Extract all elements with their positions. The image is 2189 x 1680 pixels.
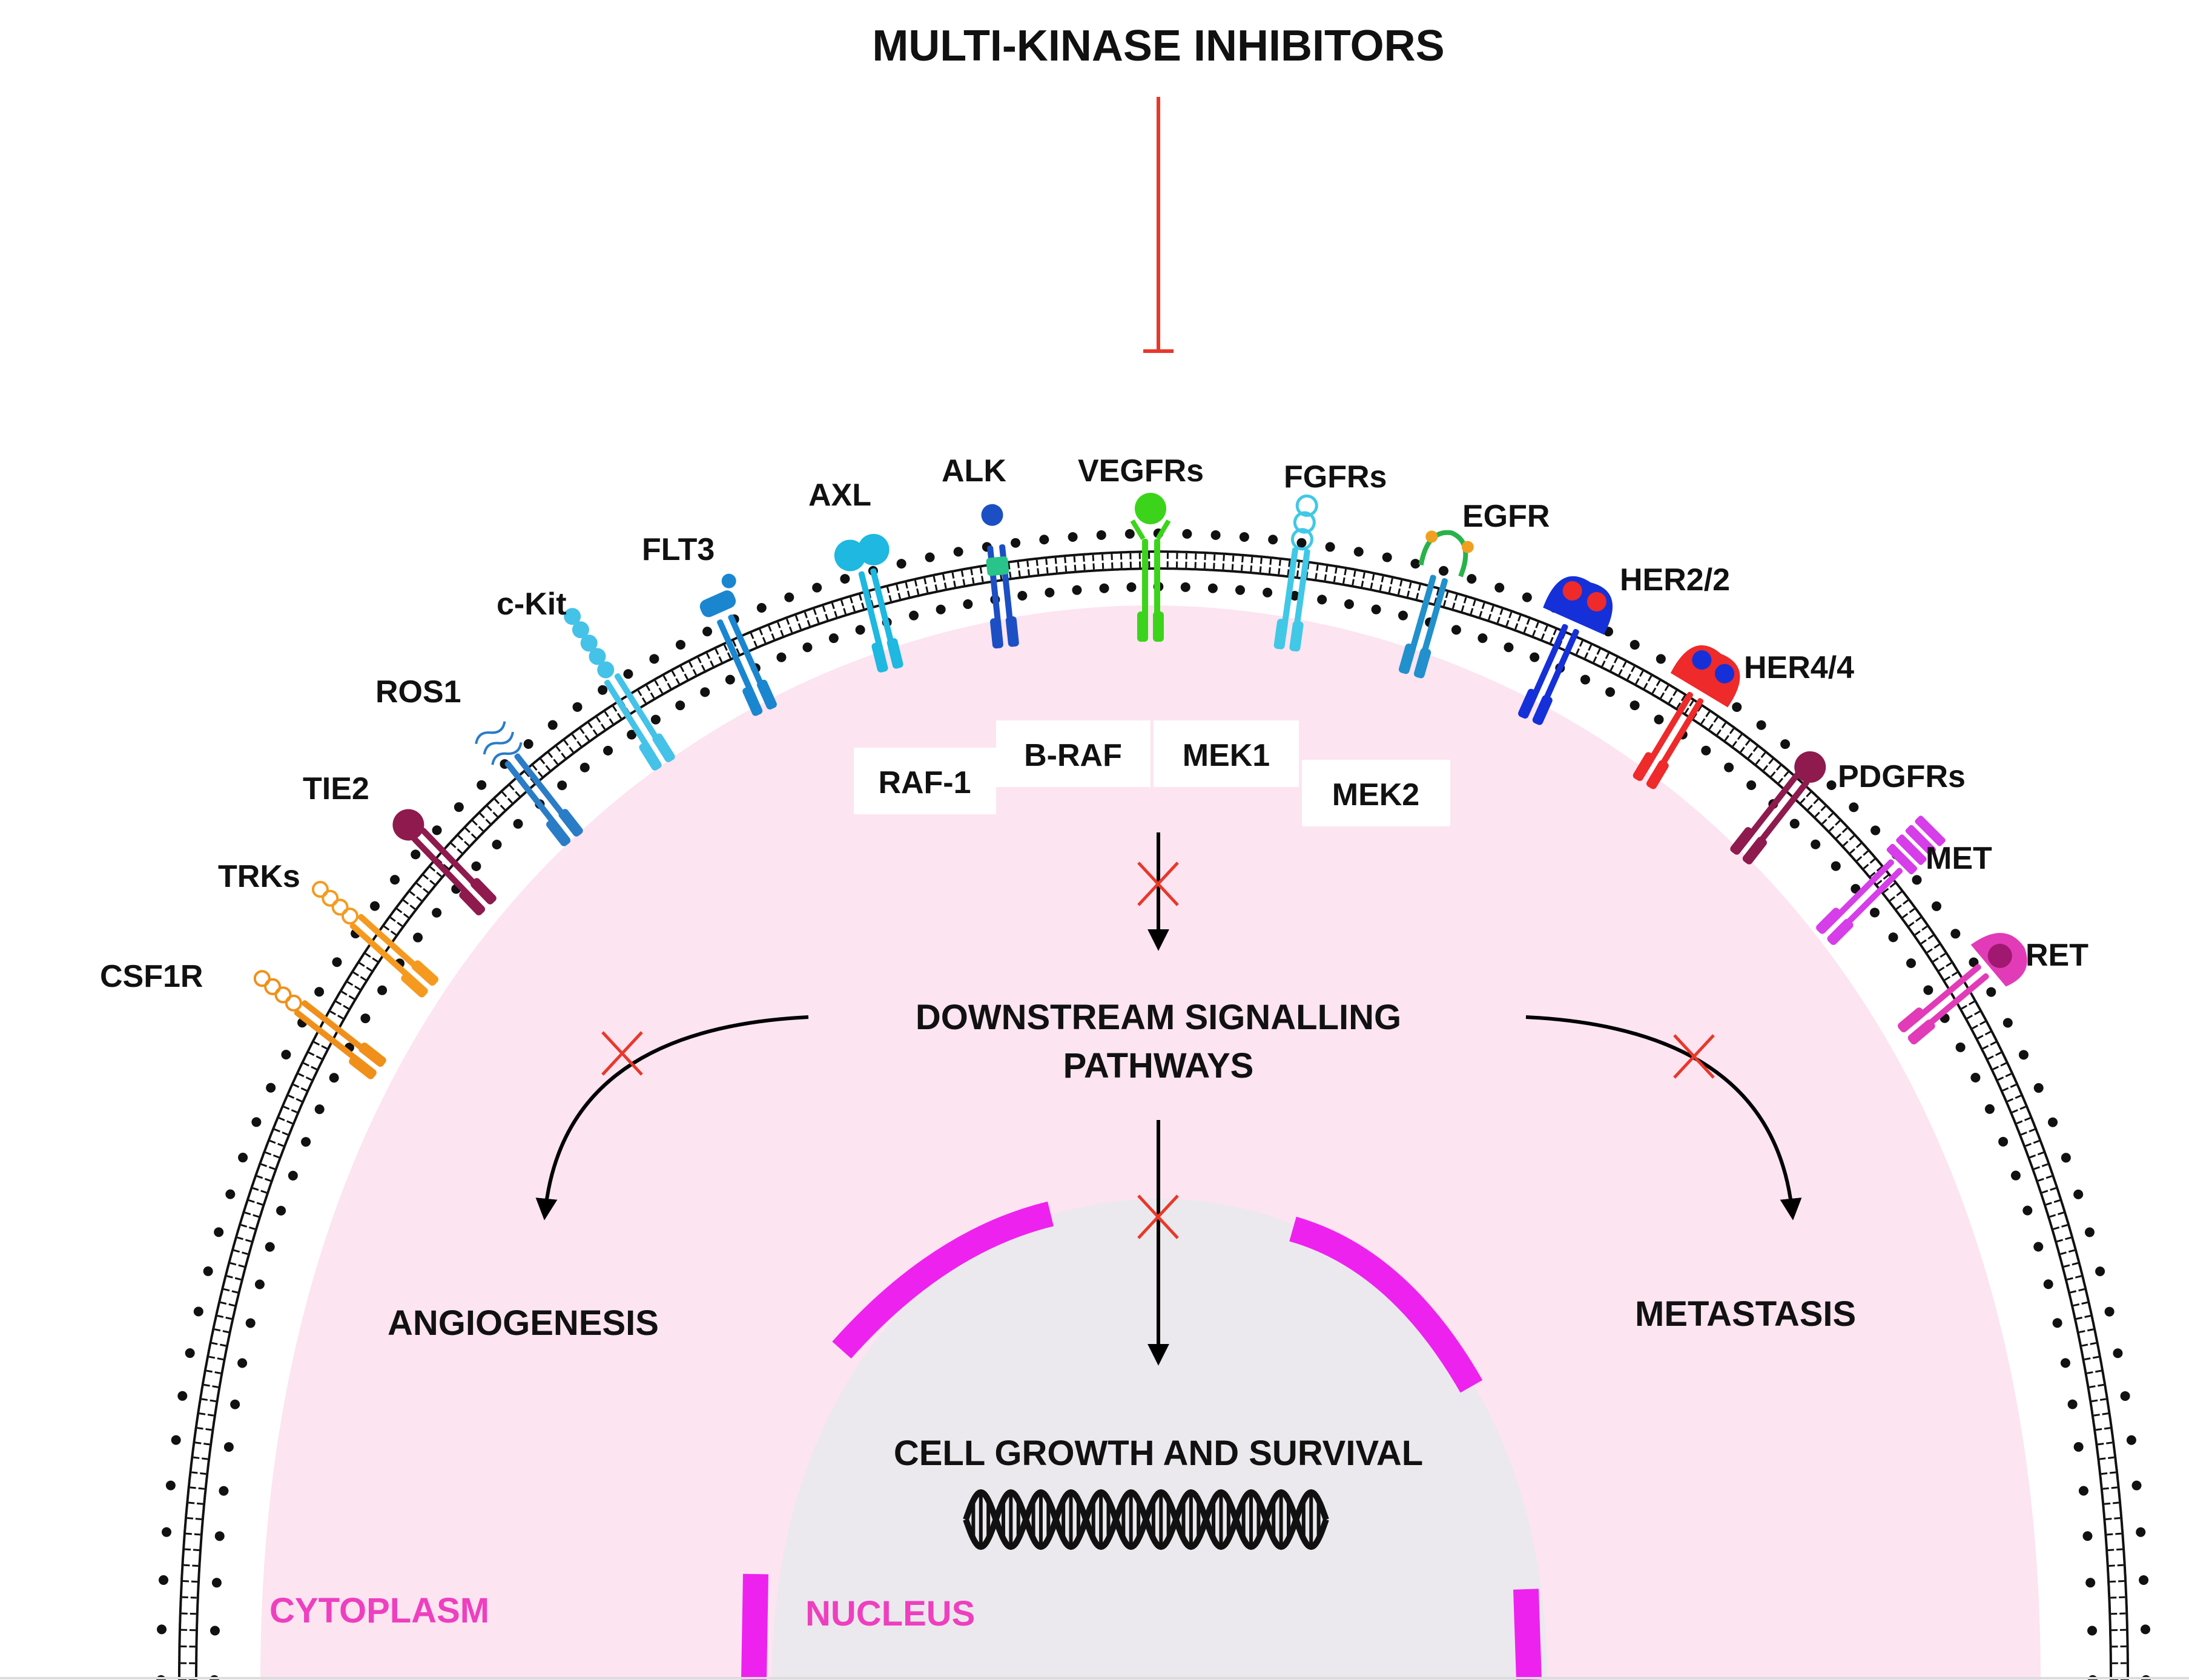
dna-helix-icon xyxy=(963,1489,1329,1550)
receptor-alk-icon xyxy=(981,504,1019,649)
receptor-labels: CSF1R TRKs TIE2 ROS1 c-Kit FLT3 AXL ALK … xyxy=(100,453,2088,994)
inhibition-cross-angiogenesis xyxy=(601,1031,643,1076)
arrow-pathways-to-metastasis xyxy=(1525,1015,1802,1220)
label-her22: HER2/2 xyxy=(1620,562,1730,598)
label-fgfrs: FGFRs xyxy=(1284,460,1387,495)
receptor-met-icon xyxy=(1816,815,1946,945)
inhibition-cross-metastasis xyxy=(1673,1034,1715,1079)
receptor-ret-icon xyxy=(1898,932,2027,1045)
nuclear-envelope-segment xyxy=(832,1201,1054,1359)
kinase-braf: B-RAF xyxy=(996,720,1151,787)
label-ckit: c-Kit xyxy=(497,587,567,622)
inhibition-cross-growth xyxy=(1137,1194,1179,1239)
label-axl: AXL xyxy=(808,478,871,513)
inhibition-cross-kinases xyxy=(1137,861,1179,906)
diagram-title: MULTI-KINASE INHIBITORS xyxy=(872,22,1444,70)
pathway-label-line1: DOWNSTREAM SIGNALLING xyxy=(916,998,1401,1037)
label-csf1r: CSF1R xyxy=(100,959,203,994)
receptor-her44-icon xyxy=(1633,645,1740,789)
receptor-vegfrs-icon xyxy=(1130,493,1171,642)
receptor-trks-icon xyxy=(311,880,438,998)
label-her44: HER4/4 xyxy=(1744,650,1854,685)
receptor-ros1-icon xyxy=(475,721,583,846)
receptor-egfr-icon xyxy=(1398,530,1474,679)
receptor-fgfrs-icon xyxy=(1273,494,1318,652)
label-pdgfrs: PDGFRs xyxy=(1838,759,1966,794)
pathway-arrows xyxy=(535,832,1802,1366)
nucleus xyxy=(772,1199,1547,1680)
receptor-layer xyxy=(253,493,2027,1079)
receptor-pdgfrs-icon xyxy=(1730,751,1826,865)
pathway-label-line2: PATHWAYS xyxy=(1063,1046,1254,1085)
cell xyxy=(156,529,2151,1680)
label-ros1: ROS1 xyxy=(375,674,461,710)
label-flt3: FLT3 xyxy=(642,532,715,567)
label-vegfrs: VEGFRs xyxy=(1078,453,1204,489)
receptor-flt3-icon xyxy=(699,573,777,716)
kinase-raf1-label: RAF-1 xyxy=(878,765,971,800)
kinase-mek2-label: MEK2 xyxy=(1332,777,1419,812)
receptor-tie2-icon xyxy=(392,809,497,915)
compartment-labels: CYTOPLASM NUCLEUS xyxy=(269,1591,975,1633)
outcome-angiogenesis: ANGIOGENESIS xyxy=(388,1303,659,1343)
kinase-raf1: RAF-1 xyxy=(854,748,996,814)
receptor-csf1r-icon xyxy=(253,970,386,1079)
outcome-metastasis: METASTASIS xyxy=(1635,1294,1856,1334)
nuclear-envelope xyxy=(741,1201,1542,1680)
label-alk: ALK xyxy=(942,453,1006,489)
label-cytoplasm: CYTOPLASM xyxy=(269,1591,489,1630)
receptor-axl-icon xyxy=(834,533,903,673)
label-tie2: TIE2 xyxy=(303,771,369,806)
label-nucleus: NUCLEUS xyxy=(805,1594,975,1633)
nuclear-envelope-segment xyxy=(741,1573,768,1680)
kinase-mek1-label: MEK1 xyxy=(1183,738,1270,773)
pathway-text: DOWNSTREAM SIGNALLING PATHWAYS ANGIOGENE… xyxy=(388,998,1856,1473)
outcome-growth: CELL GROWTH AND SURVIVAL xyxy=(894,1434,1423,1473)
kinase-boxes: RAF-1 B-RAF MEK1 MEK2 xyxy=(854,720,1450,826)
nuclear-envelope-segment xyxy=(1289,1216,1483,1393)
kinase-mek1: MEK1 xyxy=(1154,720,1299,787)
inhibition-line xyxy=(1143,97,1174,353)
cytoplasm xyxy=(260,605,2041,1680)
kinase-braf-label: B-RAF xyxy=(1024,738,1122,773)
arrow-pathways-to-angiogenesis xyxy=(535,1015,809,1220)
nuclear-envelope-segment xyxy=(1513,1589,1542,1680)
label-egfr: EGFR xyxy=(1462,499,1550,534)
receptor-her22-icon xyxy=(1518,576,1613,725)
label-met: MET xyxy=(1926,841,1992,876)
receptor-ckit-icon xyxy=(564,608,675,771)
label-ret: RET xyxy=(2026,938,2088,973)
label-trks: TRKs xyxy=(218,859,300,894)
kinase-mek2: MEK2 xyxy=(1302,760,1450,826)
inhibition-marks xyxy=(601,861,1715,1239)
